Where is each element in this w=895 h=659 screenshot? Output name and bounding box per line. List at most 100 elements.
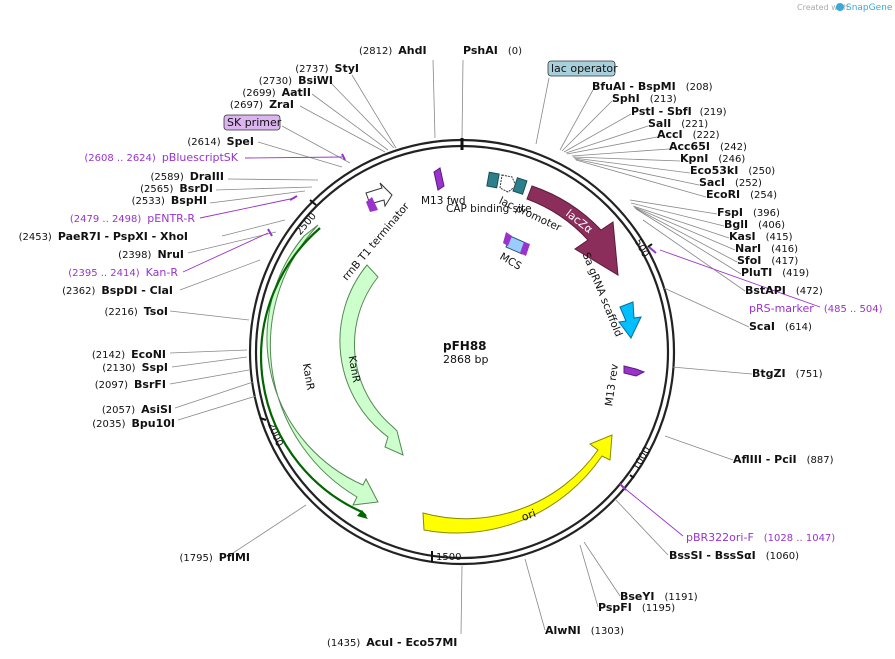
plasmid-size: 2868 bp [443,353,488,366]
lac-promoter-feature[interactable] [499,174,517,193]
cap-binding-site-feature[interactable] [486,171,500,189]
site-bspdi-clai[interactable]: (2362)BspDI - ClaI [62,284,173,297]
site-paer7i-pspxi-xhoi[interactable]: (2453)PaeR7I - PspXI - XhoI [19,230,188,243]
m13-fwd-label: M13 fwd [421,195,466,207]
site-ecori[interactable]: EcoRI(254) [706,188,777,201]
site-nrui[interactable]: (2398)NruI [118,248,184,261]
site-pluti[interactable]: PluTI(419) [741,266,809,279]
site-bsssi-bsssai[interactable]: BssSI - BssSαI(1060) [669,549,799,562]
primer-kan-r[interactable]: (2395 .. 2414)Kan-R [68,266,178,279]
site-bfuai-bspmi[interactable]: BfuAI - BspMI(208) [592,80,713,93]
site-pflmi[interactable]: (1795)PflMI [179,551,250,564]
site-tsoi[interactable]: (2216)TsoI [104,305,168,318]
tick-label: 1500 [436,552,461,563]
site-bpu10i[interactable]: (2035)Bpu10I [92,417,175,430]
site-psti-sbfi[interactable]: PstI - SbfI(219) [631,105,727,118]
site-bsrfi[interactable]: (2097)BsrFI [95,378,166,391]
sk-primer-box[interactable]: SK primer [223,114,282,131]
kanr-inner-feature[interactable] [339,264,404,456]
kanr-orf-line [260,227,367,517]
site-sali[interactable]: SalI(221) [648,117,708,130]
site-bstapi[interactable]: BstAPI(472) [745,284,823,297]
primer-pbluescriptsk[interactable]: (2608 .. 2624)pBluescriptSK [84,151,238,164]
primer-leaders [182,156,821,537]
mcs-primer-right [520,242,530,256]
site-sfoi[interactable]: SfoI(417) [737,254,798,267]
sk-primer-text: SK primer [227,116,282,129]
m13-rev-feature[interactable] [623,365,646,377]
lac-operator-box[interactable]: lac operator [547,60,618,77]
sk-primer-marker[interactable] [366,197,378,212]
lac-operator-text: lac operator [551,62,618,75]
snapgene-credit: Created with SnapGene [797,3,893,13]
site-econi[interactable]: (2142)EcoNI [92,348,166,361]
plasmid-name: pFH88 [443,339,487,353]
m13-fwd-feature[interactable] [433,167,445,191]
site-bseyi[interactable]: BseYI(1191) [620,590,698,603]
primer-labels: (2608 .. 2624)pBluescriptSK (2479 .. 249… [68,151,882,544]
site-bsrdi[interactable]: (2565)BsrDI [140,182,213,195]
site-sspi[interactable]: (2130)SspI [102,361,168,374]
site-draiii[interactable]: (2589)DraIII [150,170,224,183]
kanr-outer-feature[interactable] [266,224,379,506]
site-bsiwi[interactable]: (2730)BsiWI [259,74,333,87]
credit-prefix: Created with [797,3,848,12]
ori-label: ori [520,507,538,524]
site-saci[interactable]: SacI(252) [699,176,762,189]
site-fspi[interactable]: FspI(396) [717,206,780,219]
rrnb-label: rrnB T1 terminator [340,200,412,283]
m13-rev-label: M13 rev [603,363,621,407]
mcs-primer-left [503,232,512,246]
site-acui-eco57mi[interactable]: (1435)AcuI - Eco57MI [327,636,457,649]
mcs-label: MCS [497,251,523,273]
leader-lines [169,59,753,635]
tick-1500: 1500 [431,551,461,563]
site-acci[interactable]: AccI(222) [657,128,720,141]
site-ahdi[interactable]: (2812)AhdI [359,44,427,57]
site-styi[interactable]: (2737)StyI [295,62,359,75]
cap-site-label: CAP binding site [446,203,532,215]
right-site-labels: BfuAI - BspMI(208) SphI(213) PstI - SbfI… [545,80,834,637]
site-zrai[interactable]: (2697)ZraI [230,98,294,111]
site-aatii[interactable]: (2699)AatII [242,86,311,99]
kanr-outer-label: KanR [300,362,317,391]
site-kasi[interactable]: KasI(415) [729,230,793,243]
site-eco53ki[interactable]: Eco53kI(250) [690,164,775,177]
lacz-feature[interactable] [526,185,619,276]
site-btgzi[interactable]: BtgZI(751) [752,367,823,380]
primer-prs-marker[interactable]: pRS-marker(485 .. 504) [749,302,883,315]
site-acc65i[interactable]: Acc65I(242) [669,140,747,153]
sa-grna-feature[interactable] [618,301,642,339]
site-alwni[interactable]: AlwNI(1303) [545,624,624,637]
tick-2000: 2000 [259,417,285,448]
site-bgli[interactable]: BglI(406) [724,218,785,231]
left-site-labels: (2737)StyI (2730)BsiWI (2699)AatII (2697… [19,62,359,564]
lac-operator-feature[interactable] [512,177,528,195]
primer-pbr322ori-f[interactable]: pBR322ori-F(1028 .. 1047) [686,531,835,544]
kanr-inner-label: KanR [346,355,363,384]
tick-label: 500 [632,237,651,259]
site-asisi[interactable]: (2057)AsiSI [102,403,172,416]
ori-feature[interactable] [422,434,613,534]
site-spei[interactable]: (2614)SpeI [187,135,254,148]
site-kpni[interactable]: KpnI(246) [680,152,745,165]
kanr-orf-arrowhead [357,510,368,519]
site-sphi[interactable]: SphI(213) [612,92,677,105]
site-nari[interactable]: NarI(416) [735,242,798,255]
tick-label: 1000 [631,445,653,473]
bottom-site-labels: (1435)AcuI - Eco57MI [327,636,457,649]
site-afliii-pcii[interactable]: AflIII - PciI(887) [733,453,834,466]
site-bsphi[interactable]: (2533)BspHI [132,194,207,207]
top-site-labels: (2812)AhdI PshAI(0) [359,44,522,57]
site-pshai[interactable]: PshAI(0) [463,44,522,57]
tick-500: 500 [632,237,653,259]
site-pspfi[interactable]: PspFI(1195) [598,601,675,614]
site-scai[interactable]: ScaI(614) [749,320,812,333]
primer-markers [267,153,657,491]
credit-brand: SnapGene [846,3,893,13]
backbone [248,138,676,566]
primer-pentr-r[interactable]: (2479 .. 2498)pENTR-R [70,212,195,225]
snapgene-logo-icon [836,3,844,11]
tick-1000: 1000 [629,445,653,479]
